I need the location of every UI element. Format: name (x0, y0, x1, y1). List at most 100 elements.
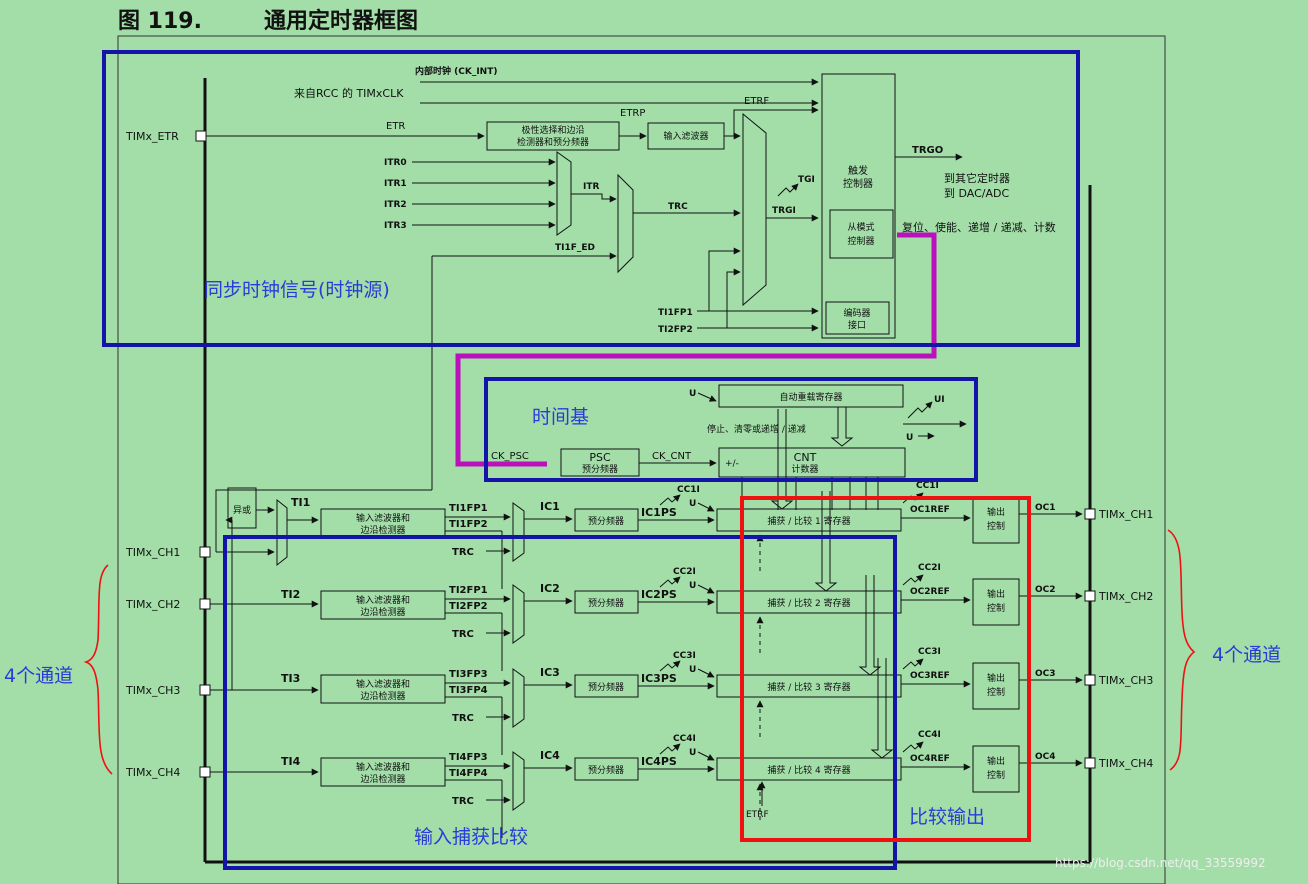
u-ch-arrow (697, 668, 715, 678)
etrf-line (724, 106, 819, 137)
cnt-compare-arrow (870, 658, 894, 759)
itr3-label: ITR3 (384, 221, 407, 231)
ic-label: IC3 (540, 666, 560, 679)
ti2fp2-label: TI2FP2 (658, 325, 693, 335)
ck-psc-label: CK_PSC (491, 451, 529, 462)
output-label-1: 输出 (987, 506, 1005, 518)
fp-a-label: TI4FP3 (449, 752, 488, 763)
u-ch-label: U (689, 748, 696, 758)
trgi-label: TRGI (772, 206, 796, 216)
cci-label: CC1I (677, 485, 700, 495)
icps-label: IC4PS (641, 755, 677, 768)
ic-mux (512, 751, 525, 811)
etrp-label: ETRP (620, 108, 645, 119)
input-pin[interactable] (199, 684, 211, 696)
prescaler-label: 预分频器 (588, 764, 624, 776)
slave-mode-block (829, 209, 894, 259)
trc-ch-label: TRC (452, 713, 474, 724)
stop-clear-label: 停止、清零或递增 / 递减 (707, 423, 806, 435)
etrf-label: ETRF (744, 96, 769, 107)
cnt-sub-label: 计数器 (791, 463, 818, 475)
output-label-1: 输出 (987, 588, 1005, 600)
cci-arrow (659, 743, 681, 755)
u-out-label: U (906, 433, 913, 443)
xor-label: 异或 (233, 504, 251, 516)
ui-arrow (907, 401, 933, 419)
filter-label-2: 边沿检测器 (360, 606, 405, 618)
output-pin[interactable] (1084, 590, 1096, 602)
tgi-arrow (777, 183, 799, 197)
cnt-compare-arrow (814, 491, 838, 592)
trc-ch-label: TRC (452, 796, 474, 807)
output-label-1: 输出 (987, 755, 1005, 767)
sync-clock-box (102, 50, 1080, 347)
ui-label: UI (934, 395, 945, 405)
ic-label: IC1 (540, 500, 560, 513)
trc-label: TRC (668, 202, 688, 212)
input-pin[interactable] (199, 598, 211, 610)
xor-block (227, 487, 257, 529)
fp-a-label: TI3FP3 (449, 669, 488, 680)
input-filter-block (320, 757, 446, 787)
etr-pin[interactable] (195, 130, 207, 142)
input-pin[interactable] (199, 546, 211, 558)
to-dac-adc: 到 DAC/ADC (944, 187, 1009, 200)
diagram-frame (117, 35, 1166, 884)
filter-label-1: 输入滤波器和 (356, 761, 410, 773)
output-pin[interactable] (1084, 508, 1096, 520)
icps-label: IC2PS (641, 588, 677, 601)
etr-label: ETR (386, 121, 405, 132)
trc-ch-label: TRC (452, 629, 474, 640)
ti-label: TI1 (291, 496, 310, 509)
ti-label: TI3 (281, 672, 300, 685)
trigger-mux (742, 112, 767, 307)
u-ch-label: U (689, 581, 696, 591)
ic-mux (512, 584, 525, 644)
cnt-block (718, 447, 906, 478)
u-ch-label: U (689, 665, 696, 675)
trc-mux (617, 173, 634, 274)
clock-path-highlight (455, 232, 937, 467)
u-ch-arrow (697, 751, 715, 761)
ccr-block (716, 508, 902, 532)
ic-label: IC4 (540, 749, 560, 762)
reload-to-cnt-arrow (830, 407, 854, 447)
cci-out-arrow (902, 574, 924, 586)
four-channels-right: 4个通道 (1212, 644, 1281, 666)
cci-arrow (659, 494, 681, 506)
u-ch-arrow (697, 502, 715, 512)
ccr-block (716, 590, 902, 614)
fp-b-label: TI4FP4 (449, 768, 488, 779)
output-pin[interactable] (1084, 674, 1096, 686)
trigger-controller-block (821, 73, 896, 339)
polarity-label-2: 检测器和预分频器 (517, 136, 589, 148)
output-pin[interactable] (1084, 757, 1096, 769)
ti1-mux (276, 498, 288, 567)
ic-mux (512, 502, 525, 562)
itr-inputs: ITR0 ITR1 ITR2 ITR3 (384, 158, 556, 231)
ocref-label: OC3REF (910, 671, 950, 681)
cci-arrow (659, 576, 681, 588)
output-label-1: 输出 (987, 672, 1005, 684)
fp-a-label: TI2FP1 (449, 585, 488, 596)
slave-label-2: 控制器 (847, 235, 874, 247)
cnt-label: CNT (794, 451, 817, 464)
input-pin[interactable] (199, 766, 211, 778)
cci-out-arrow (902, 741, 924, 753)
output-pin-label: TIMx_CH1 (1098, 508, 1153, 521)
cnt-pm-label: +/- (725, 459, 739, 469)
itr1-label: ITR1 (384, 179, 407, 189)
trgo-label: TRGO (912, 145, 943, 156)
etr-pin-label: TIMx_ETR (125, 130, 179, 143)
etrf-bottom-label: ETRF (746, 810, 769, 820)
fp-b-label: TI2FP2 (449, 601, 488, 612)
watermark: https://blog.csdn.net/qq_33559992 (1055, 856, 1266, 870)
icps-label: IC3PS (641, 672, 677, 685)
ic-label: IC2 (540, 582, 560, 595)
fp-b-label: TI3FP4 (449, 685, 488, 696)
input-pin-label: TIMx_CH4 (125, 766, 180, 779)
